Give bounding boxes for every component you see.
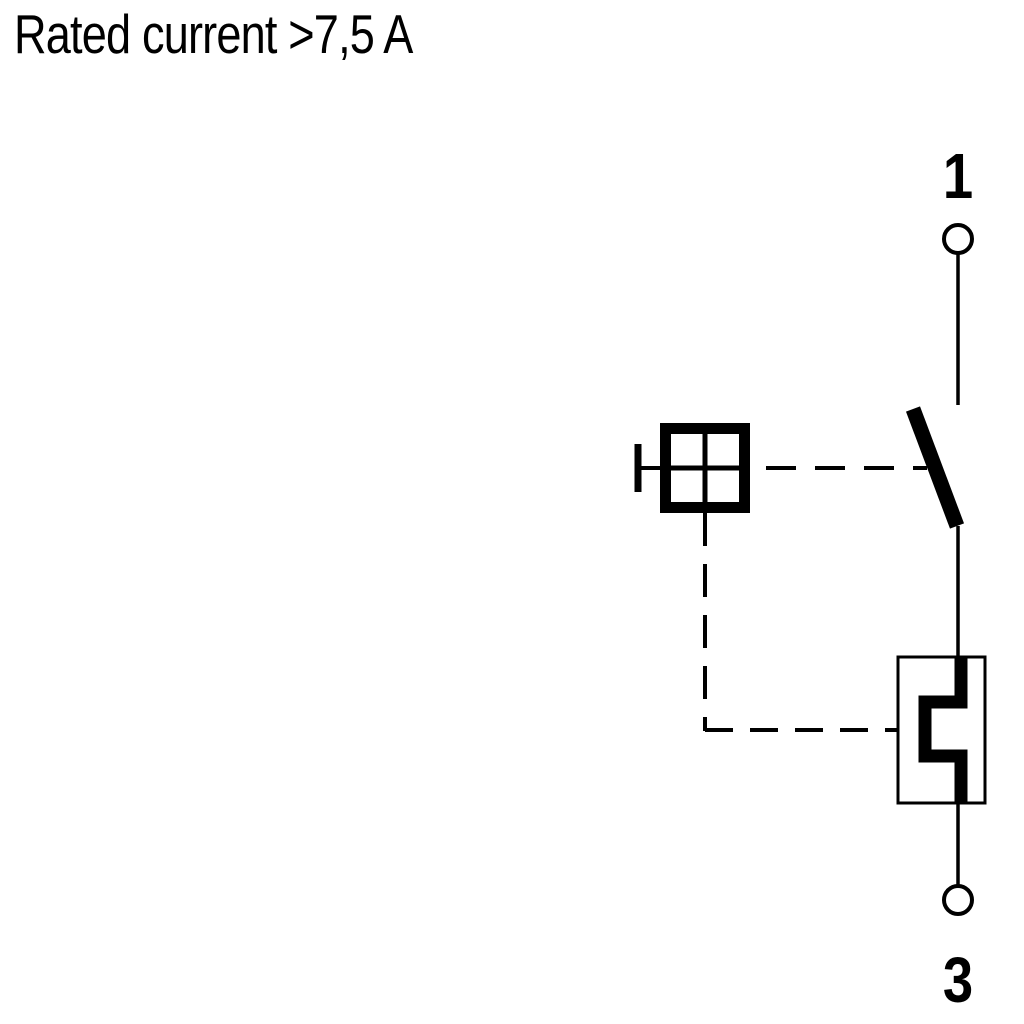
page-title: Rated current >7,5 A [14,3,413,65]
terminal-top-circle [942,223,974,255]
mechanical-link-dashed [703,466,927,732]
overload-meander [918,657,968,803]
overload-box [896,655,987,805]
operating-mechanism-box [634,423,750,513]
terminal-bottom-circle [942,884,974,916]
terminal-bottom-label: 3 [943,944,973,1016]
terminal-bottom [942,884,974,916]
terminal-top-label: 1 [943,140,973,212]
terminal-top [942,223,974,405]
contact-blade [905,406,965,529]
thermal-overload-release [896,655,987,886]
normally-open-contact [905,406,965,658]
